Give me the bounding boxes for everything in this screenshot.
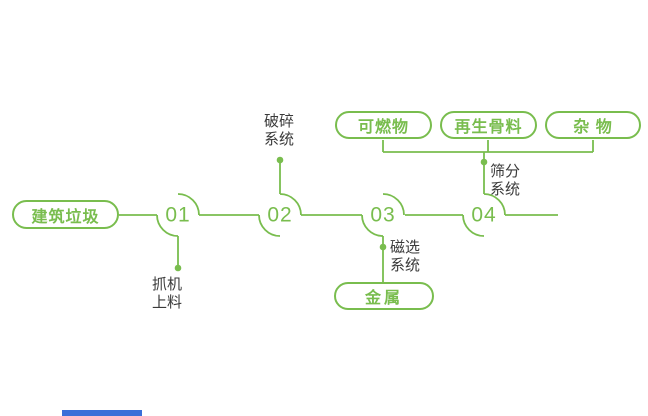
bottom-blue-bar [62, 410, 142, 416]
station-04-arcs [462, 193, 506, 237]
source-node-construction-waste: 建筑垃圾 [12, 200, 119, 229]
output-node-misc: 杂 物 [545, 111, 641, 139]
station-number-04: 04 [471, 203, 497, 227]
output-node-recycled-aggregate: 再生骨料 [440, 111, 537, 139]
station-04-dot [480, 158, 488, 166]
process-label-screening-system: 筛分 系统 [490, 163, 521, 198]
station-03-dot [379, 243, 387, 251]
station-02-dot [276, 156, 284, 164]
station-02-arcs [258, 193, 302, 237]
station-01-dot [174, 264, 182, 272]
station-03-arcs [361, 193, 405, 237]
station-number-01: 01 [165, 203, 191, 227]
station-number-03: 03 [370, 203, 396, 227]
output-node-metal: 金属 [334, 282, 434, 310]
process-label-crushing-system: 破碎 系统 [263, 113, 295, 148]
process-label-grab-loading: 抓机 上料 [151, 276, 183, 311]
station-number-02: 02 [267, 203, 293, 227]
process-label-magnetic-separation-system: 磁选 系统 [390, 239, 421, 274]
station-01-arcs [156, 193, 200, 237]
output-node-combustibles: 可燃物 [335, 111, 432, 139]
